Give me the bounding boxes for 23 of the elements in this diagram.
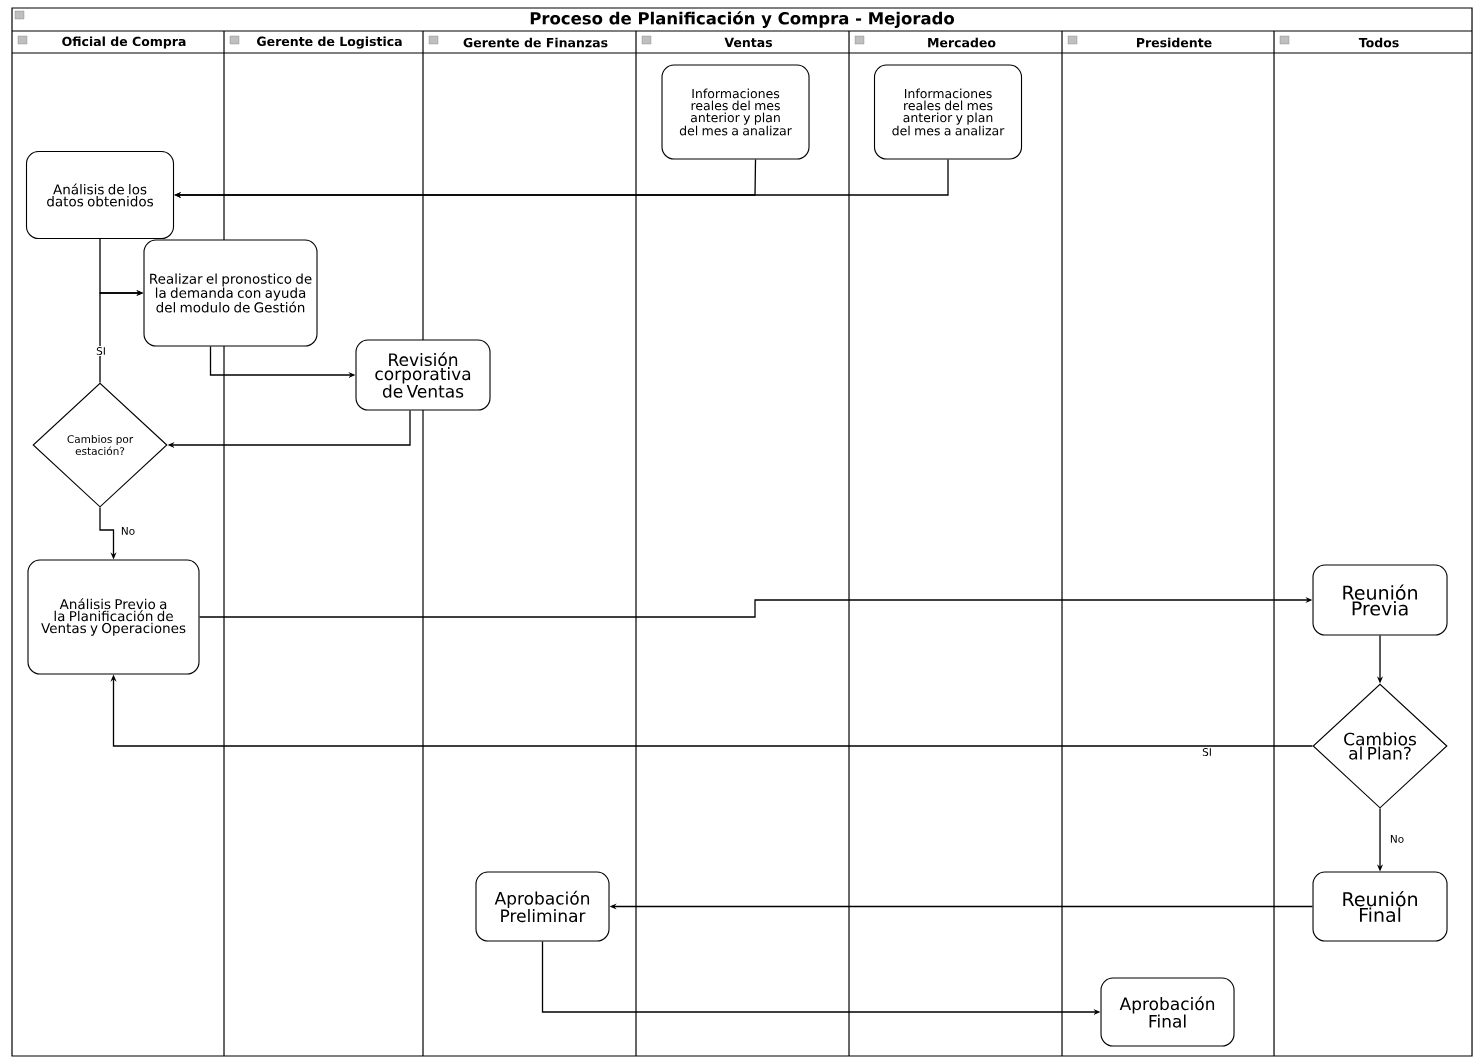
diagram-title: Proceso de Planificación y Compra - Mejorado xyxy=(530,11,955,28)
process-box: Análisis de los datos obtenidos xyxy=(25,150,175,240)
process-box: Análisis Previo a la Planificación de Ventas y Operaciones xyxy=(27,559,200,675)
process-box: Aprobación Preliminar xyxy=(475,871,610,942)
process-box: Aprobación Final xyxy=(1100,977,1235,1047)
lane-header: Todos xyxy=(1358,37,1399,48)
lane-header: Gerente de Logistica xyxy=(257,36,402,49)
process-box: Realizar el pronostico de la demanda con ayuda del modulo de Gestión xyxy=(143,239,318,347)
lane-header: Gerente de Finanzas xyxy=(463,37,608,48)
lane-header: Presidente xyxy=(1137,37,1212,48)
process-box: Informaciones reales del mes anterior y plan del mes a analizar xyxy=(661,64,810,160)
process-box: Reunión Previa xyxy=(1312,564,1448,636)
edge-label: SI xyxy=(1201,747,1213,757)
lane-header: Oficial de Compra xyxy=(62,36,186,49)
edge-label: No xyxy=(1388,834,1406,844)
process-box: Revisión corporativa de Ventas xyxy=(355,339,491,411)
edge-label: No xyxy=(119,526,137,536)
arrow xyxy=(174,158,949,199)
lane-header: Ventas xyxy=(724,37,773,48)
process-box: Reunión Final xyxy=(1312,871,1448,942)
process-box: Informaciones reales del mes anterior y plan del mes a analizar xyxy=(873,64,1023,160)
edge-label: SI xyxy=(95,346,107,356)
lane-header: Mercadeo xyxy=(928,37,996,48)
